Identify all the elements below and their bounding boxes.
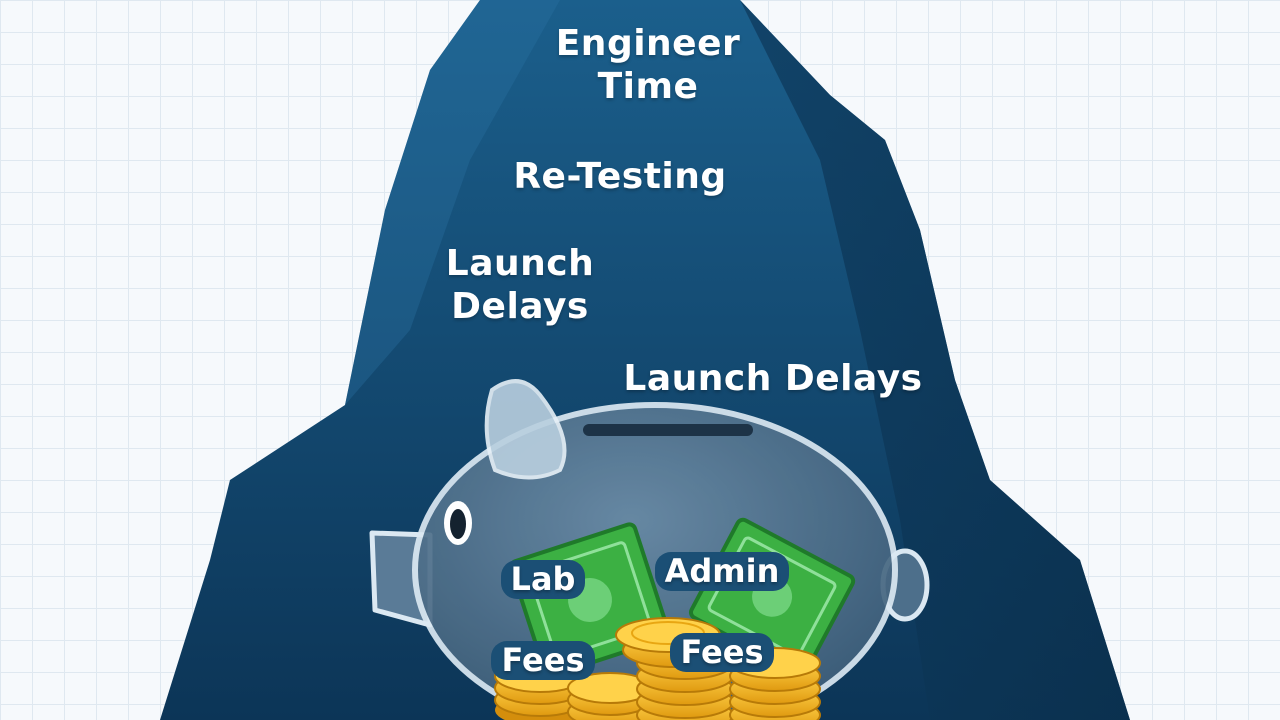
label-admin-fees-line2: Fees — [670, 633, 774, 672]
label-engineer-time: Engineer Time — [555, 23, 741, 108]
label-lab-fees: Lab Fees — [478, 520, 608, 682]
label-lab-fees-line1: Lab — [500, 560, 586, 599]
iceberg-light-facet — [345, 0, 560, 405]
label-re-testing: Re-Testing — [513, 156, 727, 197]
iceberg-shadow-facet — [740, 0, 1130, 720]
label-launch-delays-left: Launch Delays — [445, 243, 595, 328]
label-lab-fees-line2: Fees — [491, 641, 595, 680]
label-admin-fees-line1: Admin — [654, 552, 790, 591]
label-launch-delays-right: Launch Delays — [623, 358, 923, 399]
label-admin-fees: Admin Fees — [642, 512, 802, 674]
